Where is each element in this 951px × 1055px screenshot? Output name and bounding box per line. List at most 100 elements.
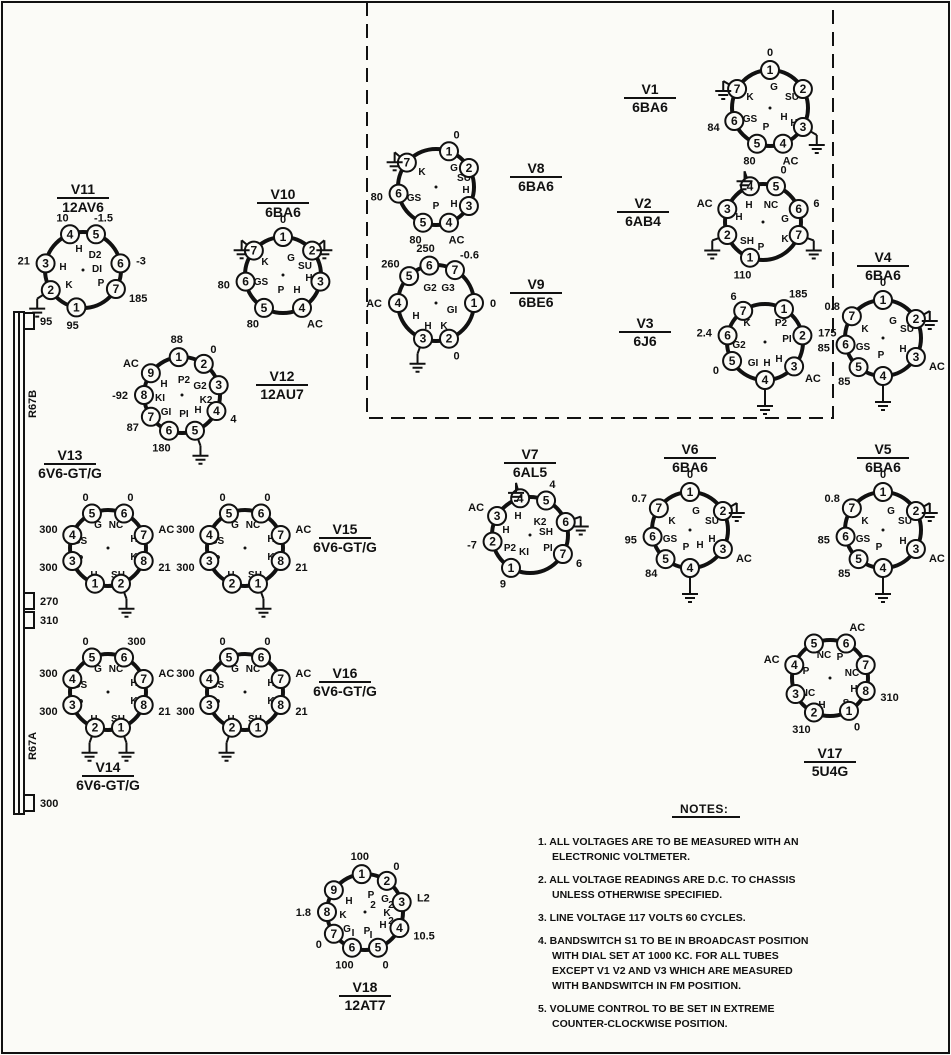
pin-number: 3 (792, 687, 799, 701)
pin-voltage: -0.6 (460, 250, 479, 262)
pin-number: 2 (47, 283, 54, 297)
pin-number: 5 (811, 637, 818, 651)
pin-voltage: AC (783, 156, 799, 168)
pin-number: 6 (349, 941, 356, 955)
resistor-label-top: R67B (27, 390, 39, 418)
element-label: GS (663, 534, 678, 545)
tube-type: 6V6-GT/G (313, 683, 377, 699)
pin-number: 6 (426, 259, 433, 273)
pin-5: 580 (743, 133, 768, 168)
pin-number: 3 (69, 554, 76, 568)
pin-number: 6 (731, 114, 738, 128)
pin-voltage: 80 (247, 318, 259, 330)
pin-number: 4 (880, 561, 887, 575)
pin-voltage: -1.5 (94, 212, 113, 224)
pin-voltage: 300 (176, 524, 194, 536)
ground-icon (118, 742, 135, 762)
element-label: G (887, 506, 895, 517)
ground-icon (316, 240, 333, 260)
pin-voltage: 300 (39, 668, 57, 680)
pin-number: 4 (517, 491, 524, 505)
pin-number: 2 (118, 577, 125, 591)
element-label: G3 (441, 283, 455, 294)
pin-2: 2 (81, 717, 106, 762)
tube-name: V10 (271, 186, 296, 202)
pin-voltage: AC (158, 668, 174, 680)
resistor-label-bottom: R67A (27, 732, 39, 760)
pin-number: 6 (258, 507, 265, 521)
resistor-tap: 270 (23, 592, 58, 610)
pin-number: 1 (175, 350, 182, 364)
element-label: GS (743, 114, 758, 125)
pin-7: 7-0.6 (445, 250, 479, 281)
tube-name: V6 (681, 441, 698, 457)
element-label: GS (73, 680, 88, 691)
pin-voltage: 0 (83, 636, 89, 648)
pin-number: 4 (687, 561, 694, 575)
element-label: NC (845, 668, 859, 679)
pin-2: 2 (110, 573, 135, 618)
element-label: G2 (732, 340, 746, 351)
pin-voltage: AC (697, 198, 713, 210)
pin-number: 5 (226, 507, 233, 521)
pin-4: 4 (873, 366, 893, 411)
pin-number: 3 (206, 554, 213, 568)
element-label: P (433, 201, 440, 212)
socket-center (434, 301, 438, 305)
element-label: GS (407, 193, 422, 204)
pin-voltage: AC (158, 524, 174, 536)
socket-center (881, 528, 885, 532)
note-line: 1. ALL VOLTAGES ARE TO BE MEASURED WITH … (538, 836, 799, 848)
socket-center (881, 336, 885, 340)
pin-voltage: 0 (713, 365, 719, 377)
pin-2: 2 (218, 717, 243, 762)
pin-5: 585 (838, 357, 869, 388)
socket-ring (790, 638, 870, 718)
element-label: H (160, 379, 167, 390)
pin-7: 70.8 (825, 493, 862, 519)
ground-icon (218, 742, 235, 762)
pin-number: 4 (780, 137, 787, 151)
pin-voltage: 0 (264, 636, 270, 648)
element-label: I (352, 928, 355, 939)
pin-3: 3AC (697, 198, 738, 220)
pin-4: 4 (680, 558, 700, 603)
pin-voltage: 0 (687, 469, 693, 481)
element-label: P (758, 242, 765, 253)
pin-2: 2 (792, 79, 813, 99)
pin-voltage: 0 (264, 492, 270, 504)
pin-6: 62.4 (697, 325, 738, 346)
pin-voltage: 0 (854, 721, 860, 733)
pin-voltage: 0 (316, 939, 322, 951)
pin-voltage: 0 (767, 47, 773, 59)
pin-number: 3 (800, 120, 807, 134)
pin-number: 1 (280, 230, 287, 244)
element-label: H (345, 896, 352, 907)
pin-number: 2 (92, 721, 99, 735)
pin-voltage: AC (929, 553, 945, 565)
pin-5: 584 (645, 549, 676, 580)
element-label: H (899, 536, 906, 547)
tube-name: V3 (636, 315, 653, 331)
tube-type: 6BE6 (518, 294, 553, 310)
element-label: H (59, 262, 66, 273)
element-label: D2 (89, 250, 102, 261)
socket-center (243, 690, 247, 694)
note-line: EXCEPT V1 V2 AND V3 WHICH ARE MEASURED (552, 965, 793, 977)
element-label: K (743, 318, 751, 329)
pin-2: 2 (302, 239, 333, 261)
note-line: 3. LINE VOLTAGE 117 VOLTS 60 CYCLES. (538, 912, 746, 924)
element-label: H (696, 540, 703, 551)
resistor-tap: 300 (23, 794, 58, 812)
tube-name: V11 (71, 181, 95, 197)
pin-8: 821 (270, 694, 308, 718)
